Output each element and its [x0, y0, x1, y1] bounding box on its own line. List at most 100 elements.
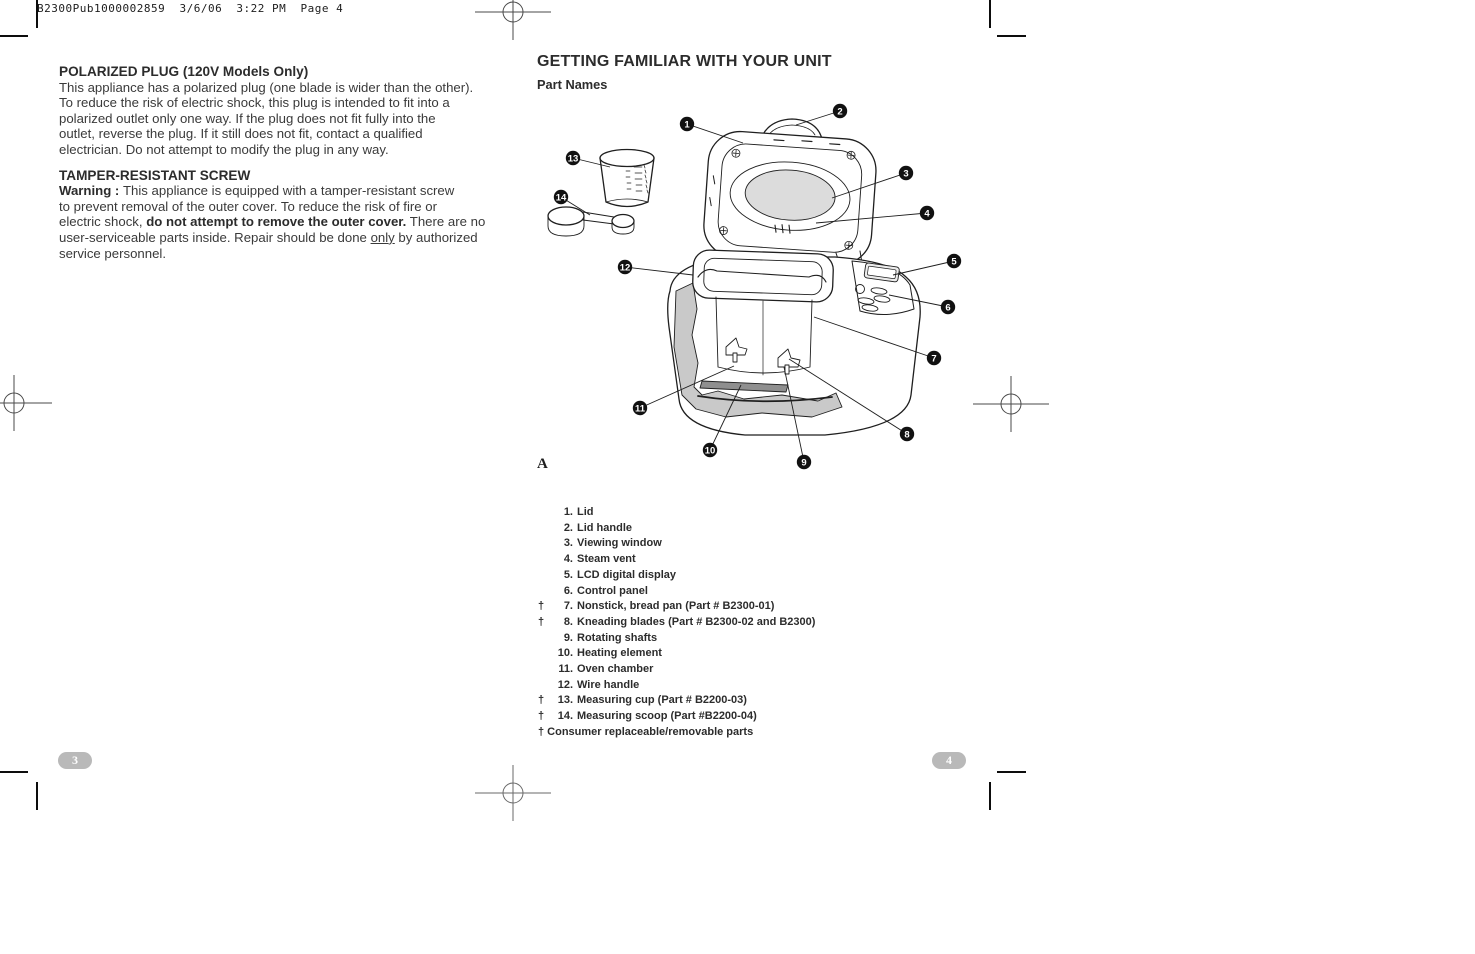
- part-number: 13.: [557, 694, 573, 707]
- crop-mark: [0, 771, 28, 773]
- part-dagger: [538, 631, 549, 647]
- callout-circle-5: [946, 253, 962, 269]
- callout-leader-line: [813, 316, 935, 359]
- callout-number: 7: [931, 353, 936, 364]
- manual-section: TAMPER-RESISTANT SCREW Warning : This ap…: [59, 168, 511, 262]
- part-label: Wire handle: [577, 678, 640, 691]
- part-number: 8.: [563, 615, 573, 628]
- callout-circle-7: [926, 350, 942, 366]
- callout-number: 5: [951, 256, 957, 267]
- text-segment: This appliance has a polarized plug (one…: [59, 79, 474, 157]
- callout-number: 6: [945, 302, 950, 313]
- part-dagger: [538, 662, 549, 678]
- lid-screws: [719, 148, 856, 250]
- part-number: 14.: [557, 710, 573, 723]
- part-label: Oven chamber: [577, 663, 654, 676]
- callout-circle-1: [679, 116, 695, 132]
- text-segment: This appliance is equipped with a tamper…: [59, 183, 455, 230]
- part-label: Viewing window: [577, 537, 662, 550]
- callout-circle-14: [553, 189, 569, 205]
- print-proof-header: B2300Pub1000002859 3/6/06 3:22 PM Page 4: [37, 2, 344, 15]
- callout-circle-3: [898, 165, 914, 181]
- callout-number: 9: [801, 457, 806, 468]
- viewing-window-outline: [729, 161, 851, 231]
- callout-number: 3: [903, 168, 908, 179]
- section-heading: TAMPER-RESISTANT SCREW: [59, 167, 251, 183]
- part-dagger: [538, 536, 549, 552]
- figure-label: A: [537, 456, 548, 472]
- parts-list-item: † 7. Nonstick, bread pan (Part # B2300-0…: [538, 599, 815, 615]
- crop-mark: [989, 782, 991, 810]
- lid-drawing: [703, 130, 877, 266]
- parts-list-item: † 13. Measuring cup (Part # B2200-03): [538, 693, 815, 709]
- section-heading: POLARIZED PLUG (120V Models Only): [59, 64, 309, 79]
- part-label: Heating element: [577, 647, 662, 660]
- callout-leader-line: [783, 366, 805, 463]
- callout-number: 8: [904, 429, 909, 440]
- text-segment: Warning :: [59, 183, 123, 199]
- parts-list-item: 6. Control panel: [538, 584, 815, 600]
- control-panel-drawing: [851, 260, 915, 315]
- steam-vent-drawing: [774, 224, 791, 234]
- wire-handle-drawing: [697, 268, 827, 283]
- part-label: LCD digital display: [577, 568, 677, 581]
- viewing-window-glass: [744, 169, 836, 221]
- page-number-left: 3: [58, 752, 92, 769]
- parts-list-item: 9. Rotating shafts: [538, 631, 815, 647]
- text-segment: There are no user-serviceable parts insi…: [59, 214, 486, 245]
- parts-list-item: † 14. Measuring scoop (Part #B2200-04): [538, 709, 815, 725]
- registration-mark: [475, 0, 551, 40]
- callout-number: 1: [684, 119, 690, 130]
- callout-circle-9: [796, 454, 812, 470]
- callout-leader-line: [815, 212, 928, 224]
- part-dagger: [538, 678, 549, 694]
- parts-footnote: † Consumer replaceable/removable parts: [538, 726, 754, 739]
- callout-circle-6: [940, 299, 956, 315]
- callout-circle-2: [832, 103, 848, 119]
- parts-list: 1. Lid 2. Lid handle 3. Viewing window 4…: [538, 505, 815, 741]
- crop-mark: [989, 0, 991, 28]
- part-label: Measuring cup (Part # B2200-03): [577, 694, 747, 707]
- section-paragraph: Warning : This appliance is equipped wit…: [59, 183, 511, 261]
- crop-mark: [36, 782, 38, 810]
- text-segment: by authorized service personnel.: [59, 229, 478, 261]
- body-drawing: [667, 249, 921, 436]
- part-number: 7.: [563, 600, 573, 613]
- part-number: 6.: [563, 584, 573, 597]
- callout-number: 14: [556, 192, 567, 203]
- part-dagger: †: [538, 694, 545, 707]
- text-segment: do not attempt to remove the outer cover…: [146, 214, 407, 230]
- part-dagger: [538, 552, 549, 568]
- part-number: 1.: [563, 506, 573, 518]
- part-number: 12.: [557, 678, 573, 691]
- page-title: GETTING FAMILIAR WITH YOUR UNIT: [537, 53, 832, 70]
- parts-list-item: 1. Lid: [538, 505, 815, 521]
- callout-number: 11: [635, 403, 646, 414]
- part-number: 5.: [563, 568, 573, 581]
- callout-circle-13: [565, 150, 581, 166]
- part-label: Lid: [577, 506, 594, 518]
- callout-leader-line: [788, 358, 908, 435]
- lcd-display-drawing: [863, 262, 900, 283]
- callout-circle-8: [899, 426, 915, 442]
- heating-element-drawing: [699, 380, 789, 393]
- callout-leader-line: [888, 294, 949, 308]
- registration-mark: [475, 765, 551, 821]
- callout-leader-line: [831, 172, 907, 199]
- manual-section: POLARIZED PLUG (120V Models Only) This a…: [59, 64, 511, 158]
- part-number: 3.: [563, 537, 573, 550]
- callout-circle-12: [617, 259, 633, 275]
- crop-mark: [36, 0, 38, 28]
- registration-mark: [0, 375, 52, 431]
- left-text-column: POLARIZED PLUG (120V Models Only) This a…: [59, 64, 511, 271]
- callout-number: 12: [620, 262, 631, 273]
- parts-list-item: 3. Viewing window: [538, 536, 815, 552]
- part-label: Rotating shafts: [577, 631, 658, 644]
- crop-mark: [997, 771, 1026, 773]
- crop-mark: [0, 35, 28, 37]
- part-label: Kneading blades (Part # B2300-02 and B23…: [577, 615, 816, 628]
- part-label: Lid handle: [577, 521, 632, 534]
- parts-list-item: 10. Heating element: [538, 646, 815, 662]
